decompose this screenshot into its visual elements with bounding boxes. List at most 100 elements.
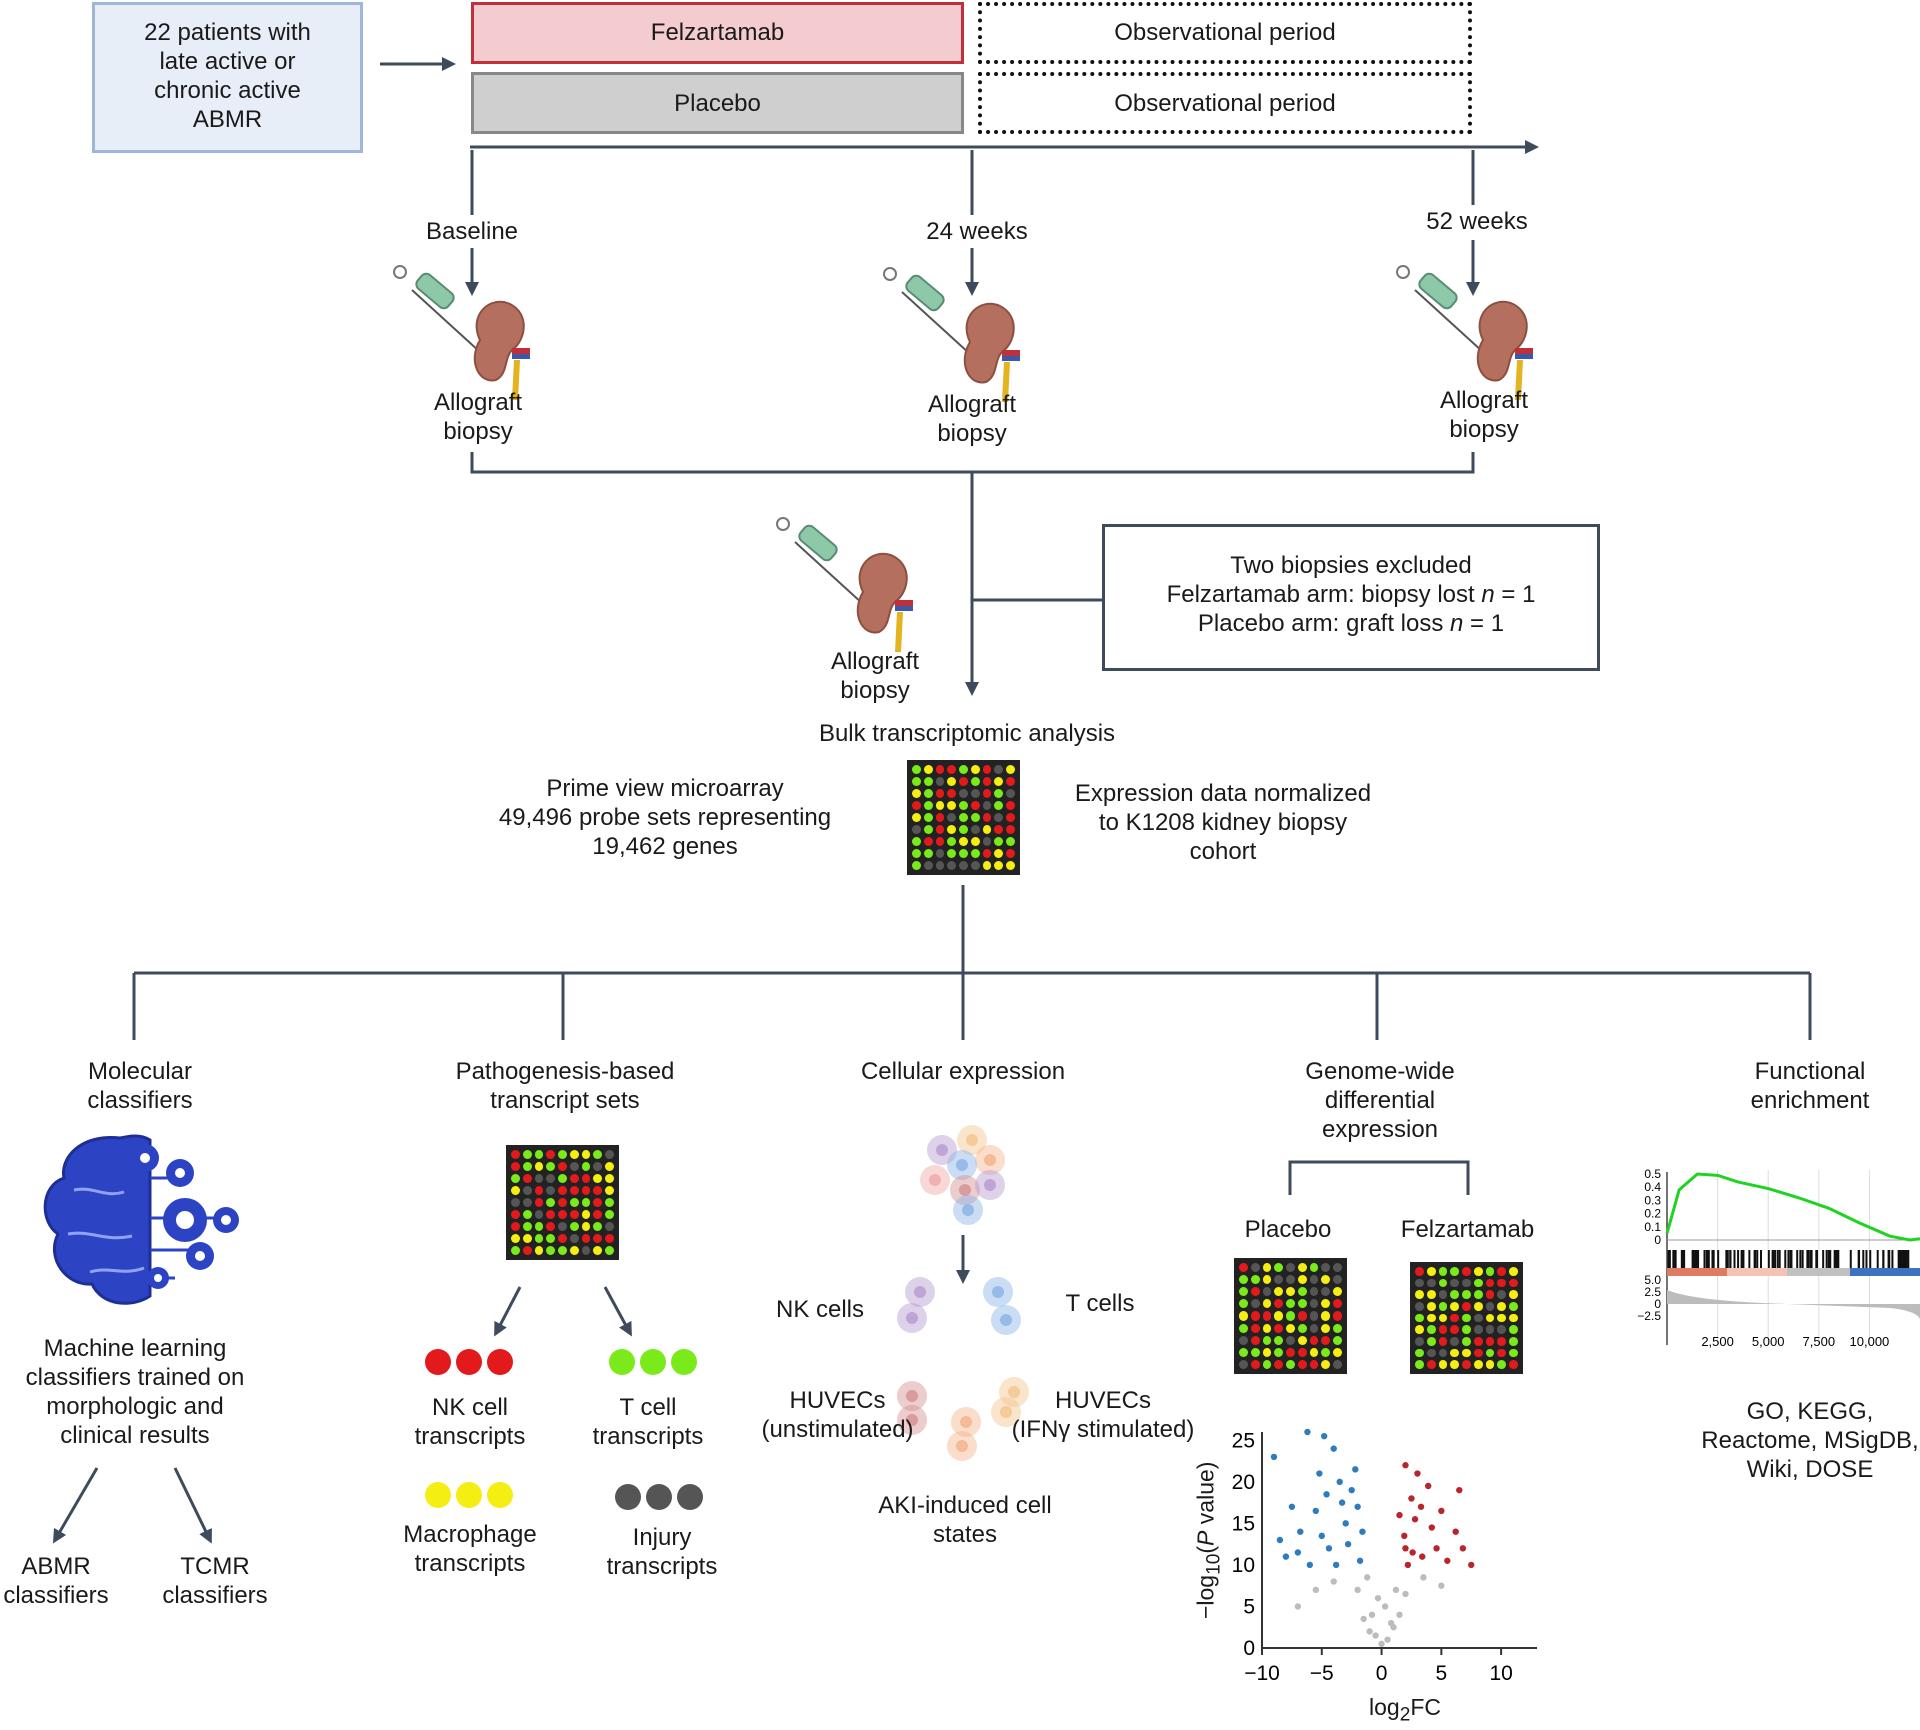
array-spot [923, 837, 933, 846]
array-spot [605, 1222, 614, 1231]
array-spot [1485, 1337, 1495, 1346]
array-spot [1450, 1360, 1460, 1369]
array-spot [1462, 1337, 1471, 1346]
array-spot [593, 1198, 603, 1207]
biopsy-label-24weeks: Allograft biopsy [927, 391, 1017, 447]
biopsy-label-analysis: Allograft biopsy [830, 648, 920, 704]
array-spot [511, 1222, 520, 1231]
array-spot [970, 765, 980, 774]
array-spot [1415, 1302, 1424, 1311]
array-spot [970, 789, 980, 798]
array-spot [1321, 1287, 1331, 1297]
macrophage-transcripts-label: Macrophage transcripts [403, 1521, 537, 1577]
array-spot [923, 765, 933, 774]
array-spot [1321, 1335, 1331, 1345]
array-spot [1415, 1278, 1424, 1288]
array-spot [935, 861, 945, 870]
array-spot [1286, 1311, 1295, 1321]
array-spot [947, 777, 957, 786]
array-spot [558, 1198, 567, 1207]
array-spot [1462, 1313, 1471, 1323]
array-spot [912, 801, 921, 810]
array-spot [923, 801, 933, 810]
array-spot [581, 1246, 591, 1255]
array-spot [558, 1234, 567, 1243]
huvec-ifn-label: HUVECs (IFNγ stimulated) [1011, 1387, 1195, 1443]
molecular-description: Machine learning classifiers trained on … [25, 1335, 245, 1449]
array-spot [970, 813, 980, 822]
array-spot [605, 1246, 614, 1255]
array-spot [1309, 1311, 1319, 1321]
array-spot [947, 825, 957, 834]
array-spot [1415, 1360, 1424, 1369]
array-spot [959, 813, 968, 822]
array-spot [1485, 1302, 1495, 1311]
array-spot [546, 1186, 556, 1195]
array-spot [511, 1186, 520, 1195]
array-spot [994, 861, 1004, 870]
array-spot [1262, 1299, 1272, 1309]
array-spot [511, 1234, 520, 1243]
array-spot [1274, 1335, 1284, 1345]
array-spot [1426, 1290, 1436, 1299]
array-spot [569, 1234, 579, 1243]
array-spot [522, 1162, 532, 1171]
array-spot [935, 789, 945, 798]
array-spot [1006, 813, 1015, 822]
array-spot [569, 1162, 579, 1171]
placebo-arm [471, 72, 964, 134]
pathogenesis-title: Pathogenesis-based transcript sets [455, 1058, 675, 1114]
t-cells-label: T cells [1065, 1290, 1135, 1317]
array-spot [1239, 1311, 1248, 1321]
array-spot [1473, 1337, 1483, 1346]
array-spot [558, 1246, 567, 1255]
array-spot [1286, 1299, 1295, 1309]
array-spot [1473, 1313, 1483, 1323]
abmr-classifiers: ABMR classifiers [3, 1553, 109, 1609]
array-spot [1250, 1287, 1260, 1297]
genome-placebo-label: Placebo [1244, 1216, 1332, 1243]
array-spot [1462, 1302, 1471, 1311]
array-spot [1274, 1323, 1284, 1333]
array-spot [569, 1150, 579, 1159]
array-spot [546, 1222, 556, 1231]
array-spot [1333, 1311, 1342, 1321]
pathogenesis-grid [506, 1145, 619, 1260]
array-spot [1473, 1360, 1483, 1369]
patients-box [92, 2, 363, 153]
array-spot [522, 1186, 532, 1195]
array-spot [1262, 1347, 1272, 1357]
observational-period-1 [978, 2, 1472, 64]
array-spot [1462, 1348, 1471, 1358]
array-spot [1321, 1311, 1331, 1321]
huvec-unstim-label: HUVECs (unstimulated) [761, 1387, 914, 1443]
array-spot [1006, 837, 1015, 846]
array-spot [1006, 801, 1015, 810]
array-spot [1509, 1337, 1518, 1346]
biopsy-label-52weeks: Allograft biopsy [1439, 387, 1529, 443]
array-spot [959, 837, 968, 846]
array-spot [982, 825, 992, 834]
array-spot [994, 837, 1004, 846]
array-spot [1274, 1287, 1284, 1297]
array-spot [1462, 1360, 1471, 1369]
array-spot [1006, 789, 1015, 798]
array-spot [1262, 1323, 1272, 1333]
array-spot [569, 1186, 579, 1195]
volcano-xlabel: log2FC [1368, 1694, 1442, 1726]
array-spot [1239, 1347, 1248, 1357]
functional-databases: GO, KEGG, Reactome, MSigDB, Wiki, DOSE [1701, 1398, 1919, 1483]
array-spot [947, 849, 957, 858]
array-spot [947, 813, 957, 822]
array-spot [970, 849, 980, 858]
array-spot [1473, 1278, 1483, 1288]
array-spot [558, 1186, 567, 1195]
array-spot [546, 1234, 556, 1243]
array-spot [1450, 1348, 1460, 1358]
array-spot [1509, 1313, 1518, 1323]
array-spot [1297, 1311, 1307, 1321]
array-spot [1438, 1325, 1448, 1334]
array-spot [1239, 1299, 1248, 1309]
array-spot [1297, 1263, 1307, 1273]
array-spot [1239, 1263, 1248, 1273]
